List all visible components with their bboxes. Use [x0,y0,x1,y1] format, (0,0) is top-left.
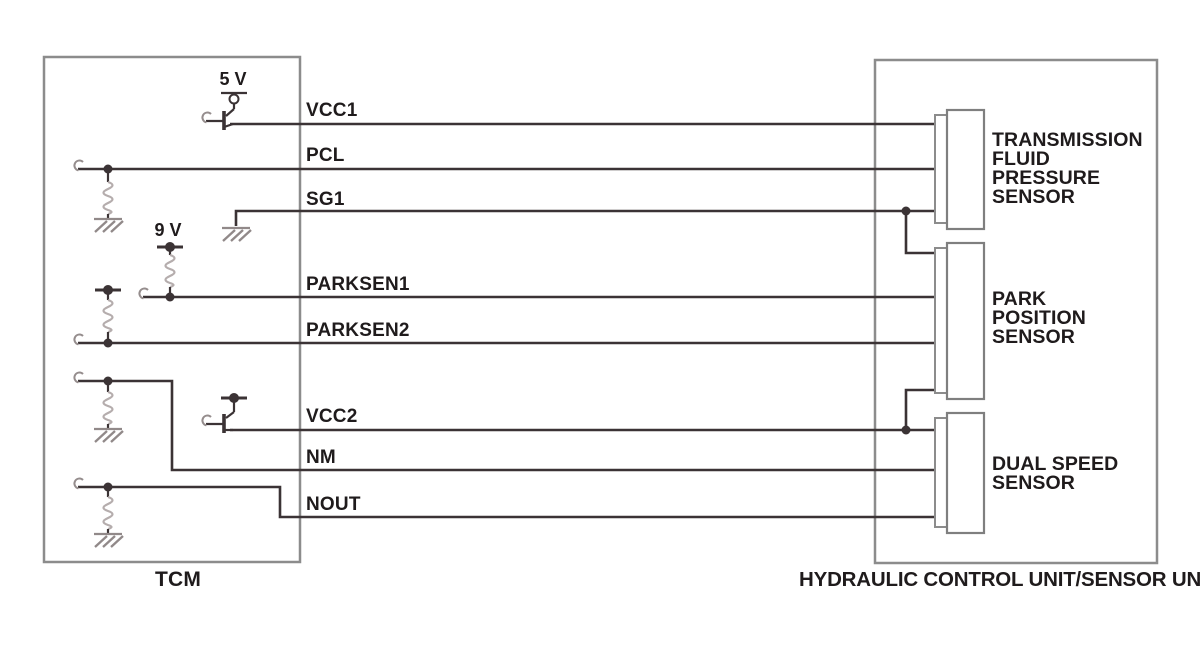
svg-text:DUAL SPEED: DUAL SPEED [992,453,1118,475]
svg-text:PRESSURE: PRESSURE [992,167,1100,189]
pcl-pulldown-resistor [92,169,125,234]
svg-text:POSITION: POSITION [992,307,1086,329]
wire-vcc2-branch [904,388,944,430]
svg-text:PARK: PARK [992,288,1046,310]
svg-text:TRANSMISSION: TRANSMISSION [992,129,1143,151]
resistor-icon [102,298,114,334]
hydraulic-unit-box [873,58,1159,565]
signal-label-nm: NM [306,447,336,468]
signal-label-vcc2: VCC2 [306,406,357,427]
tcm-box [42,55,302,564]
connector-park-position-sensor [934,241,986,401]
nout-pulldown-resistor [92,487,125,549]
sensor-name-dual-speed: DUAL SPEED SENSOR [992,453,1118,494]
parksen2-pullup-resistor [95,285,121,343]
signal-label-sg1: SG1 [306,189,345,210]
wire-nout [78,485,944,519]
svg-text:FLUID: FLUID [992,148,1050,170]
junction-dot [103,376,113,386]
sg1-ground-icon [220,226,253,243]
hydraulic-unit-title: HYDRAULIC CONTROL UNIT/SENSOR UNIT [799,568,1200,591]
connector-transmission-fluid-pressure-sensor [934,108,986,231]
resistor-icon [102,180,114,216]
ground-icon [92,532,125,549]
vcc1-driver-transistor-icon [201,91,247,130]
junction-dot [103,164,113,174]
sensor-name-transmission-fluid-pressure: TRANSMISSION FLUID PRESSURE SENSOR [992,129,1143,208]
supply-9v-label: 9 V [154,220,181,240]
resistor-icon [102,495,114,531]
ground-icon [92,427,125,444]
junction-dot [103,338,113,348]
resistor-icon [102,390,114,426]
wire-sg1 [234,209,944,226]
svg-text:SENSOR: SENSOR [992,472,1075,494]
junction-dot [901,206,911,216]
signal-label-nout: NOUT [306,494,361,515]
supply-5v-label: 5 V [219,69,246,89]
nm-pulldown-resistor [92,381,125,444]
junction-dot [165,292,175,302]
wire-sg1-branch [904,211,944,255]
connector-dual-speed-sensor [934,411,986,535]
vcc2-driver-transistor-icon [201,393,247,433]
signal-label-parksen1: PARKSEN1 [306,274,410,295]
sensor-name-park-position: PARK POSITION SENSOR [992,288,1086,348]
svg-text:SENSOR: SENSOR [992,186,1075,208]
tcm-title: TCM [155,568,201,591]
signal-label-vcc1: VCC1 [306,100,358,121]
junction-dot [103,482,113,492]
ground-icon [92,217,125,234]
resistor-icon [164,253,176,289]
junction-dot [901,425,911,435]
svg-text:SENSOR: SENSOR [992,326,1075,348]
signal-label-pcl: PCL [306,145,345,166]
signal-label-parksen2: PARKSEN2 [306,320,410,341]
wire-nm [78,379,944,472]
parksen1-pullup-resistor [157,242,183,297]
